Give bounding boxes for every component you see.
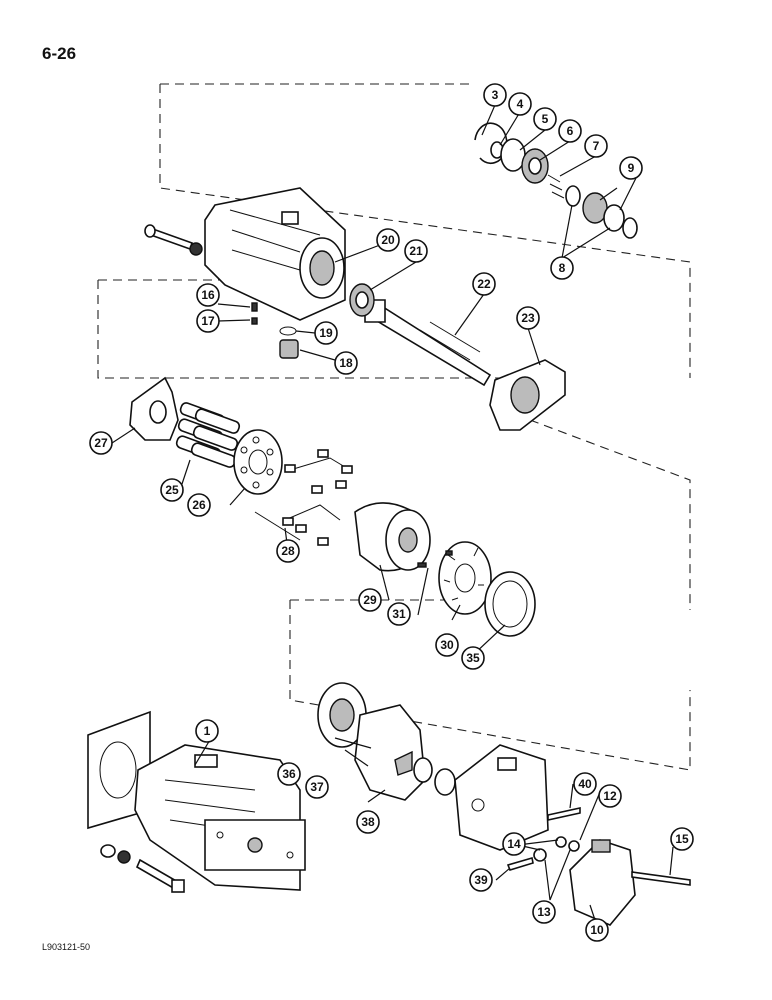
svg-text:13: 13 (537, 905, 551, 919)
callout-14: 14 (502, 832, 526, 856)
callout-28: 28 (276, 539, 300, 563)
callout-37: 37 (305, 775, 329, 799)
svg-text:20: 20 (381, 233, 395, 247)
callout-35: 35 (461, 646, 485, 670)
svg-text:25: 25 (165, 483, 179, 497)
callout-26: 26 (187, 493, 211, 517)
retainer-plate (233, 429, 283, 495)
seal-rings (474, 122, 638, 239)
callout-1: 1 (195, 719, 219, 743)
small-hardware (506, 807, 691, 886)
cylinder-barrel (354, 502, 431, 572)
gasket-ring (484, 571, 536, 637)
svg-text:29: 29 (363, 593, 377, 607)
svg-text:6: 6 (567, 124, 574, 138)
callout-40: 40 (573, 772, 597, 796)
callout-6: 6 (558, 119, 582, 143)
svg-text:9: 9 (628, 161, 635, 175)
valve-block (569, 839, 636, 926)
callout-9: 9 (619, 156, 643, 180)
svg-text:5: 5 (542, 112, 549, 126)
wear-plate (129, 376, 179, 441)
svg-text:35: 35 (466, 651, 480, 665)
callout-36: 36 (277, 762, 301, 786)
svg-text:3: 3 (492, 88, 499, 102)
page-number: 6-26 (42, 44, 77, 63)
svg-text:28: 28 (281, 544, 295, 558)
svg-text:16: 16 (201, 288, 215, 302)
svg-text:8: 8 (559, 261, 566, 275)
callout-29: 29 (358, 588, 382, 612)
svg-text:39: 39 (474, 873, 488, 887)
svg-text:30: 30 (440, 638, 454, 652)
svg-text:14: 14 (507, 837, 521, 851)
callout-3: 3 (483, 83, 507, 107)
svg-text:12: 12 (603, 789, 617, 803)
svg-text:15: 15 (675, 832, 689, 846)
end-cap (454, 744, 549, 851)
svg-text:18: 18 (339, 356, 353, 370)
hold-down-hardware (254, 449, 353, 546)
valve-plate (438, 541, 492, 615)
svg-text:10: 10 (590, 923, 604, 937)
svg-text:7: 7 (593, 139, 600, 153)
pump-housing (204, 187, 346, 321)
callout-27: 27 (89, 431, 113, 455)
callout-31: 31 (387, 602, 411, 626)
svg-text:36: 36 (282, 767, 296, 781)
callout-18: 18 (334, 351, 358, 375)
callout-10: 10 (585, 918, 609, 942)
assembled-pump (134, 744, 306, 891)
callout-17: 17 (196, 309, 220, 333)
housing-bolt (144, 224, 203, 256)
callout-7: 7 (584, 134, 608, 158)
callout-39: 39 (469, 868, 493, 892)
piston-set (175, 402, 241, 468)
callout-19: 19 (314, 321, 338, 345)
svg-text:31: 31 (392, 607, 406, 621)
group-boundary-lower (289, 599, 691, 771)
svg-text:27: 27 (94, 436, 108, 450)
tapered-bearing (349, 283, 375, 317)
svg-text:17: 17 (201, 314, 215, 328)
callout-5: 5 (533, 107, 557, 131)
seal-and-bearing (413, 757, 456, 796)
dowel-pins (417, 550, 453, 568)
callout-15: 15 (670, 827, 694, 851)
end-cap-gasket (354, 704, 426, 801)
callout-16: 16 (196, 283, 220, 307)
svg-text:23: 23 (521, 311, 535, 325)
svg-text:21: 21 (409, 244, 423, 258)
callout-30: 30 (435, 633, 459, 657)
svg-text:40: 40 (578, 777, 592, 791)
callout-8: 8 (550, 256, 574, 280)
bearing-plate (317, 682, 367, 748)
callout-12: 12 (598, 784, 622, 808)
svg-text:37: 37 (310, 780, 324, 794)
svg-text:22: 22 (477, 277, 491, 291)
callout-13: 13 (532, 900, 556, 924)
callout-21: 21 (404, 239, 428, 263)
callout-23: 23 (516, 306, 540, 330)
callout-20: 20 (376, 228, 400, 252)
drawing-code: L903121-50 (42, 942, 91, 952)
svg-text:38: 38 (361, 815, 375, 829)
mounting-bolt (100, 844, 185, 893)
swash-plate (489, 359, 566, 431)
callout-38: 38 (356, 810, 380, 834)
group-boundary-upper (159, 83, 691, 378)
callout-25: 25 (160, 478, 184, 502)
svg-text:1: 1 (204, 724, 211, 738)
svg-text:4: 4 (517, 97, 524, 111)
svg-text:26: 26 (192, 498, 206, 512)
svg-text:19: 19 (319, 326, 333, 340)
callout-4: 4 (508, 92, 532, 116)
callout-22: 22 (472, 272, 496, 296)
